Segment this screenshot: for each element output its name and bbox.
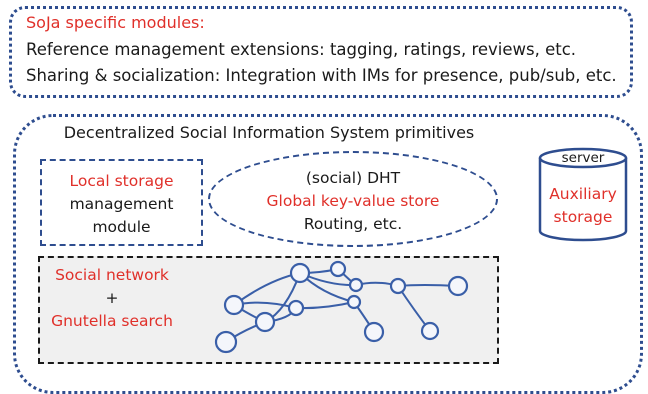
- local-storage-box: [40, 159, 203, 246]
- auxiliary-storage-line1: Auxiliary: [549, 185, 617, 203]
- soja-modules-box: [9, 6, 633, 98]
- network-graph-icon: [214, 260, 469, 354]
- reference-management-text: Reference management extensions: tagging…: [26, 40, 577, 59]
- server-cylinder-icon: [538, 147, 628, 242]
- social-network-line2: +: [105, 289, 119, 307]
- dht-line2: Global key-value store: [266, 192, 440, 210]
- social-network-box: [38, 256, 499, 364]
- soja-modules-title: SoJa specific modules:: [26, 13, 205, 32]
- primitives-title: Decentralized Social Information System …: [63, 123, 475, 142]
- sharing-socialization-text: Sharing & socialization: Integration wit…: [26, 66, 617, 85]
- auxiliary-storage-label: Auxiliary storage: [538, 183, 628, 229]
- dht-line3: Routing, etc.: [303, 215, 403, 233]
- local-storage-line2: management: [69, 195, 174, 213]
- graph-nodes: [214, 260, 469, 354]
- social-network-line1: Social network: [55, 266, 169, 284]
- server-label: server: [561, 150, 605, 166]
- social-network-line3: Gnutella search: [51, 312, 173, 330]
- local-storage-line1: Local storage: [69, 172, 174, 190]
- auxiliary-storage-line2: storage: [553, 208, 613, 226]
- local-storage-label: Local storage management module: [40, 170, 203, 239]
- local-storage-line3: module: [92, 218, 151, 236]
- social-network-label: Social network + Gnutella search: [38, 264, 186, 333]
- dht-line1: (social) DHT: [305, 169, 401, 187]
- dht-label: (social) DHT Global key-value store Rout…: [208, 167, 498, 236]
- dht-ellipse: [208, 151, 498, 247]
